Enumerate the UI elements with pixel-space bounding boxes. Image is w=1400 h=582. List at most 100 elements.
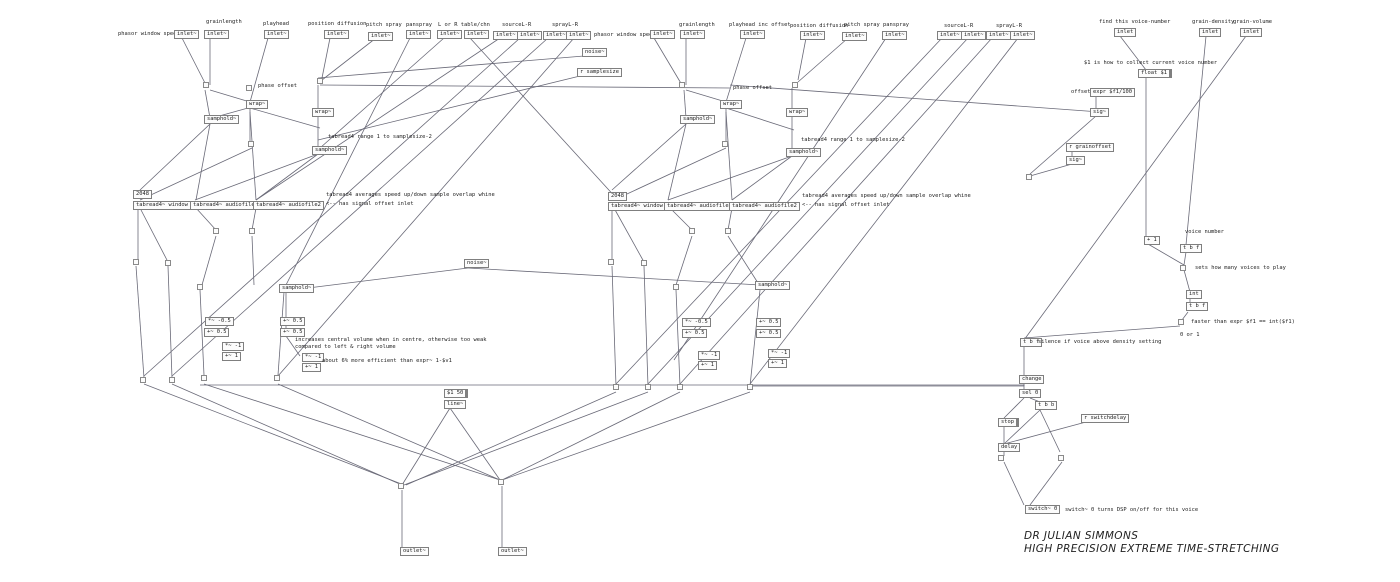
op-box[interactable] (608, 259, 614, 265)
mul-neg-05[interactable]: *~ -0.5 (205, 317, 234, 326)
inlet-spray-l-2[interactable]: inlet~ (986, 31, 1012, 40)
samphold-object-2[interactable]: samphold~ (312, 146, 348, 155)
inlet-source-l-2[interactable]: inlet~ (937, 31, 963, 40)
op-box[interactable] (747, 384, 753, 390)
msg-zero[interactable] (998, 455, 1004, 461)
tabread-audiofile2-2[interactable]: tabread4~ audiofile2 (729, 202, 800, 211)
change-object[interactable]: change (1019, 375, 1045, 384)
op-box[interactable] (689, 228, 695, 234)
add-1-b[interactable]: +~ 1 (302, 363, 321, 372)
inlet-pitch-spray-2[interactable]: inlet~ (842, 32, 868, 41)
mul-neg-1[interactable]: *~ -1 (222, 342, 245, 351)
inlet-grain-density[interactable]: inlet (1199, 28, 1222, 37)
op-box[interactable] (645, 384, 651, 390)
inlet-spray-r-2[interactable]: inlet~ (1010, 31, 1036, 40)
inlet-spray-r[interactable]: inlet~ (566, 31, 592, 40)
op-box[interactable] (1026, 174, 1032, 180)
trigger-bf[interactable]: t b f (1180, 244, 1203, 253)
op-box[interactable] (140, 377, 146, 383)
msg-50[interactable]: $1 50 (444, 389, 469, 398)
op-box[interactable] (165, 260, 171, 266)
inlet-source-r[interactable]: inlet~ (517, 31, 543, 40)
op-box[interactable] (498, 479, 504, 485)
outlet-left[interactable]: outlet~ (400, 547, 429, 556)
mul-neg-1-b[interactable]: *~ -1 (302, 353, 325, 362)
tabread-audiofile2[interactable]: tabread4~ audiofile2 (253, 201, 324, 210)
switch-object[interactable]: switch~ 0 (1025, 505, 1061, 514)
add-1-3[interactable]: +~ 1 (768, 359, 787, 368)
op-box[interactable] (274, 375, 280, 381)
msg-stop[interactable]: stop (998, 418, 1019, 427)
op-box[interactable] (792, 82, 798, 88)
inlet-playhead-2[interactable]: inlet~ (740, 30, 766, 39)
number-2048[interactable]: 2048 (133, 190, 152, 199)
add-1-2[interactable]: +~ 1 (698, 361, 717, 370)
op-box[interactable] (673, 284, 679, 290)
add-05-c[interactable]: +~ 0.5 (280, 328, 306, 337)
tabread-audiofile1-2[interactable]: tabread4~ audiofile1 (664, 202, 735, 211)
sig-object-2[interactable]: sig~ (1066, 156, 1085, 165)
op-box[interactable] (722, 141, 728, 147)
add-1-ctl[interactable]: + 1 (1144, 236, 1160, 245)
op-box[interactable] (213, 228, 219, 234)
samphold-object-5[interactable]: samphold~ (786, 148, 822, 157)
op-box[interactable] (249, 228, 255, 234)
add-05[interactable]: +~ 0.5 (204, 328, 230, 337)
trigger-bf-2[interactable]: t b f (1186, 302, 1209, 311)
inlet-l-or-r[interactable]: inlet~ (437, 30, 463, 39)
op-box[interactable] (203, 82, 209, 88)
op-box[interactable] (246, 85, 252, 91)
op-box[interactable] (197, 284, 203, 290)
line-object[interactable]: line~ (444, 400, 467, 409)
inlet-phasor-speed[interactable]: inlet~ (174, 30, 200, 39)
add-05-e[interactable]: +~ 0.5 (756, 329, 782, 338)
op-box[interactable] (398, 483, 404, 489)
inlet-panspray-2[interactable]: inlet~ (882, 31, 908, 40)
op-box[interactable] (613, 384, 619, 390)
wrap-object[interactable]: wrap~ (246, 100, 269, 109)
wrap-object-4[interactable]: wrap~ (786, 108, 809, 117)
inlet-panspray[interactable]: inlet~ (406, 30, 432, 39)
r-grainoffset[interactable]: r grainoffset (1066, 143, 1115, 152)
samphold-object-3[interactable]: samphold~ (279, 284, 315, 293)
samphold-object[interactable]: samphold~ (204, 115, 240, 124)
inlet-phasor-speed-2[interactable]: inlet~ (650, 30, 676, 39)
int-object[interactable]: int (1186, 290, 1202, 299)
wrap-object-3[interactable]: wrap~ (720, 100, 743, 109)
mul-neg-05-2[interactable]: *~ -0.5 (682, 318, 711, 327)
outlet-right[interactable]: outlet~ (498, 547, 527, 556)
op-box[interactable] (677, 384, 683, 390)
msg-one[interactable] (1058, 455, 1064, 461)
inlet-source-l[interactable]: inlet~ (493, 31, 519, 40)
inlet-grain-volume[interactable]: inlet (1240, 28, 1263, 37)
r-switchdelay[interactable]: r switchdelay (1081, 414, 1130, 423)
op-box[interactable] (725, 228, 731, 234)
op-box[interactable] (641, 260, 647, 266)
inlet-playhead[interactable]: inlet~ (264, 30, 290, 39)
add-05-d[interactable]: +~ 0.5 (756, 318, 782, 327)
op-box[interactable] (1178, 319, 1184, 325)
inlet-source-r-2[interactable]: inlet~ (961, 31, 987, 40)
samphold-object-4[interactable]: samphold~ (680, 115, 716, 124)
expr-object[interactable]: expr $f1/100 (1090, 88, 1135, 97)
mul-neg-1-3[interactable]: *~ -1 (768, 349, 791, 358)
op-box[interactable] (317, 78, 323, 84)
inlet-position-diffusion[interactable]: inlet~ (324, 30, 350, 39)
number-2048-2[interactable]: 2048 (608, 192, 627, 201)
add-1[interactable]: +~ 1 (222, 352, 241, 361)
sig-object[interactable]: sig~ (1090, 108, 1109, 117)
op-box[interactable] (201, 375, 207, 381)
op-box[interactable] (133, 259, 139, 265)
inlet-pitch-spray[interactable]: inlet~ (368, 32, 394, 41)
tabread-window[interactable]: tabread4~ window (133, 201, 191, 210)
sel-0[interactable]: sel 0 (1019, 389, 1042, 398)
inlet-table[interactable]: inlet~ (464, 30, 490, 39)
r-samplesize[interactable]: r samplesize (577, 68, 622, 77)
inlet-spray-l[interactable]: inlet~ (543, 31, 569, 40)
inlet-grainlength[interactable]: inlet~ (204, 30, 230, 39)
op-box[interactable] (1180, 265, 1186, 271)
msg-float[interactable]: float $1 (1138, 69, 1172, 78)
samphold-object-6[interactable]: samphold~ (755, 281, 791, 290)
add-05-2[interactable]: +~ 0.5 (682, 329, 708, 338)
delay-object[interactable]: delay (998, 443, 1021, 452)
